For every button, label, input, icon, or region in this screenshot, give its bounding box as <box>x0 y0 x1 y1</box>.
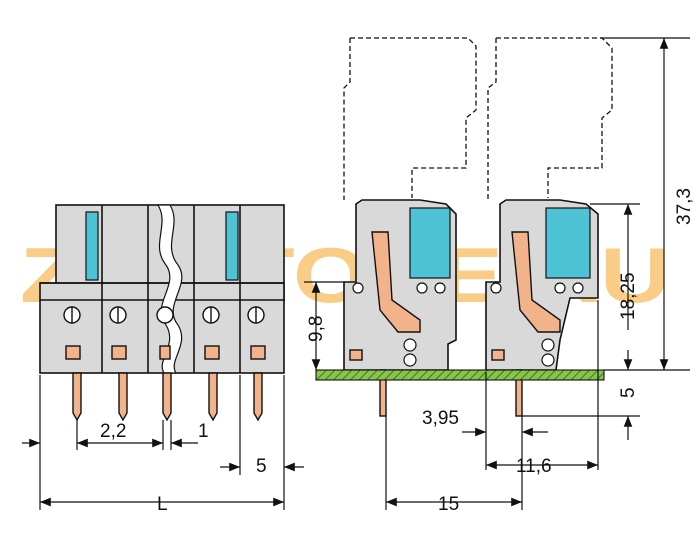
lever-1 <box>85 211 99 281</box>
dim-pitch-offset: 2,2 <box>100 421 126 442</box>
dim-row-spacing: 15 <box>438 494 459 515</box>
dim-pin-height: 5 <box>618 387 639 398</box>
front-pins <box>72 372 263 422</box>
pcb-board <box>315 369 605 381</box>
break-line <box>156 204 183 374</box>
dim-depth: 11,6 <box>516 456 552 477</box>
lever-housing-2 <box>545 207 591 279</box>
side-view-2 <box>485 37 613 417</box>
dim-total-height: 37,3 <box>674 188 695 225</box>
lever-2 <box>225 211 239 281</box>
side-view-1 <box>343 37 477 417</box>
lever-housing-1 <box>409 207 451 279</box>
clamp-1 <box>371 231 421 333</box>
dimension-labels: 2,2 1 5 L 3,95 11,6 15 5 18,25 37,3 9,8 <box>100 188 695 515</box>
dim-pitch: 5 <box>256 456 267 477</box>
dim-lever-height: 18,25 <box>618 272 639 320</box>
front-view <box>39 204 285 422</box>
dim-pin-width: 1 <box>198 421 209 442</box>
dim-body-height: 9,8 <box>306 316 327 342</box>
dim-pin-offset: 3,95 <box>422 408 459 429</box>
dim-length: L <box>157 494 168 515</box>
wire-entries <box>63 306 265 324</box>
test-slots <box>65 345 266 360</box>
dimension-lines <box>22 37 690 510</box>
clamp-2 <box>511 231 561 333</box>
